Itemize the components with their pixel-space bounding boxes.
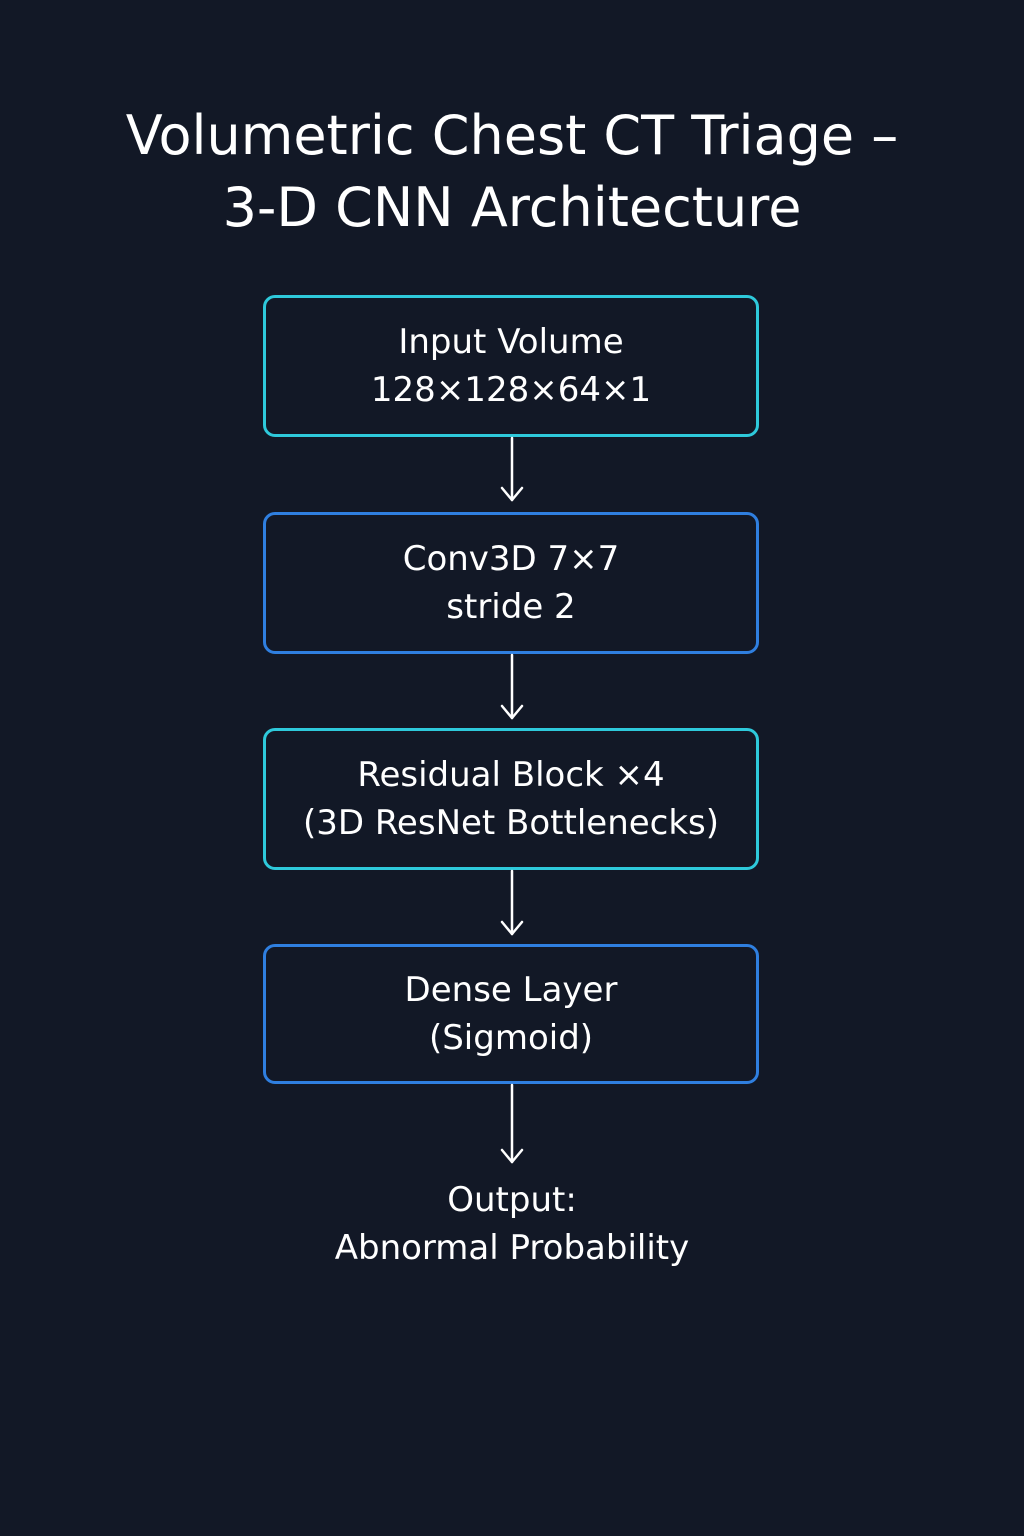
arrow-input-to-conv [500, 436, 524, 502]
node-label: Dense Layer [404, 970, 618, 1010]
node-label: Conv3D 7×7 [402, 539, 620, 579]
output-label: Output: Abnormal Probability [0, 1176, 1024, 1272]
node-sublabel: (3D ResNet Bottlenecks) [302, 803, 720, 843]
node-residual-block: Residual Block ×4 (3D ResNet Bottlenecks… [263, 728, 759, 870]
title-line-1: Volumetric Chest CT Triage – [125, 104, 899, 167]
arrow-conv-to-residual [500, 653, 524, 720]
arrow-dense-to-output [500, 1083, 524, 1164]
node-input-volume: Input Volume 128×128×64×1 [263, 295, 759, 437]
node-sublabel: stride 2 [446, 587, 576, 627]
arrow-residual-to-dense [500, 869, 524, 936]
node-sublabel: (Sigmoid) [428, 1018, 594, 1058]
node-sublabel: 128×128×64×1 [370, 370, 652, 410]
output-line-1: Output: [447, 1180, 577, 1220]
node-dense-layer: Dense Layer (Sigmoid) [263, 944, 759, 1084]
node-label: Input Volume [398, 322, 624, 362]
node-label: Residual Block ×4 [357, 755, 665, 795]
node-conv3d: Conv3D 7×7 stride 2 [263, 512, 759, 654]
title-line-2: 3-D CNN Architecture [222, 176, 802, 239]
output-line-2: Abnormal Probability [334, 1228, 690, 1268]
diagram-title: Volumetric Chest CT Triage – 3-D CNN Arc… [0, 100, 1024, 244]
